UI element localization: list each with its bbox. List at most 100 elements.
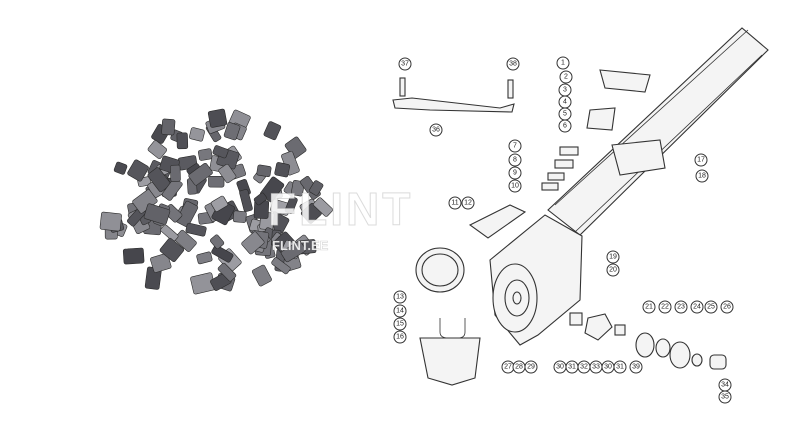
callout-number: 31 bbox=[616, 364, 624, 371]
callout-27: 27 bbox=[501, 360, 515, 374]
callout-10: 10 bbox=[508, 179, 522, 193]
chain-link bbox=[176, 132, 189, 150]
callout-29: 29 bbox=[524, 360, 538, 374]
callout-number: 22 bbox=[661, 304, 669, 311]
chain-link bbox=[207, 108, 228, 128]
chain-link bbox=[147, 140, 168, 160]
callout-number: 35 bbox=[721, 394, 729, 401]
chain-link bbox=[127, 159, 149, 182]
callout-20: 20 bbox=[606, 263, 620, 277]
chain-link bbox=[122, 247, 145, 265]
callout-number: 30 bbox=[604, 364, 612, 371]
callout-number: 27 bbox=[504, 364, 512, 371]
callout-17: 17 bbox=[694, 153, 708, 167]
callout-number: 19 bbox=[609, 254, 617, 261]
callout-38: 38 bbox=[506, 57, 520, 71]
bracket-plate bbox=[599, 69, 651, 93]
chain-link bbox=[274, 162, 291, 178]
callout-3: 3 bbox=[558, 83, 572, 97]
callout-number: 16 bbox=[396, 334, 404, 341]
chain-link bbox=[198, 148, 213, 161]
conveyor-tube bbox=[547, 27, 769, 236]
chain-link bbox=[196, 251, 213, 265]
callout-23: 23 bbox=[674, 300, 688, 314]
chain-link bbox=[263, 121, 282, 141]
chain-link bbox=[188, 162, 213, 186]
chain-link bbox=[217, 262, 237, 282]
callout-21: 21 bbox=[642, 300, 656, 314]
callout-number: 1 bbox=[561, 60, 565, 67]
callout-39: 39 bbox=[629, 360, 643, 374]
callout-number: 32 bbox=[580, 364, 588, 371]
chain-link bbox=[309, 180, 324, 196]
callout-number: 7 bbox=[513, 143, 517, 150]
top-bracket bbox=[392, 97, 515, 113]
callout-15: 15 bbox=[393, 317, 407, 331]
callout-28: 28 bbox=[512, 360, 526, 374]
callout-1: 1 bbox=[556, 56, 570, 70]
callout-number: 36 bbox=[432, 127, 440, 134]
callout-number: 28 bbox=[515, 364, 523, 371]
chain-link bbox=[161, 118, 176, 136]
callout-7: 7 bbox=[508, 139, 522, 153]
callout-number: 37 bbox=[401, 61, 409, 68]
callout-number: 24 bbox=[693, 304, 701, 311]
callout-24: 24 bbox=[690, 300, 704, 314]
chain-link bbox=[284, 196, 298, 214]
callout-36: 36 bbox=[429, 123, 443, 137]
flight-scraper bbox=[611, 139, 666, 176]
saddle bbox=[419, 337, 481, 386]
chain-link bbox=[174, 229, 197, 252]
callout-number: 34 bbox=[721, 382, 729, 389]
callout-30: 30 bbox=[553, 360, 567, 374]
callout-number: 5 bbox=[563, 111, 567, 118]
callout-16: 16 bbox=[393, 330, 407, 344]
chain-link bbox=[280, 240, 306, 263]
callout-number: 26 bbox=[723, 304, 731, 311]
callout-number: 18 bbox=[698, 173, 706, 180]
chain-link bbox=[232, 210, 247, 223]
callout-number: 25 bbox=[707, 304, 715, 311]
chain-link bbox=[253, 192, 268, 206]
chain-link bbox=[99, 211, 122, 232]
callout-number: 14 bbox=[396, 308, 404, 315]
chain-link bbox=[150, 253, 172, 273]
callout-number: 30 bbox=[556, 364, 564, 371]
callout-9: 9 bbox=[508, 166, 522, 180]
callout-number: 10 bbox=[511, 183, 519, 190]
callout-number: 20 bbox=[609, 267, 617, 274]
callout-4: 4 bbox=[558, 95, 572, 109]
chain-link bbox=[113, 161, 128, 175]
chain-link bbox=[271, 257, 291, 275]
chain-link bbox=[256, 164, 272, 178]
callout-34: 34 bbox=[718, 378, 732, 392]
callout-number: 17 bbox=[697, 157, 705, 164]
chain-link bbox=[160, 224, 179, 242]
chain-link bbox=[223, 122, 241, 141]
chain-link bbox=[159, 237, 185, 263]
chain-link bbox=[211, 244, 234, 263]
chain-link bbox=[189, 127, 205, 142]
watermark-brand: FLINT bbox=[268, 183, 413, 235]
callout-8: 8 bbox=[508, 153, 522, 167]
diagram-drawing bbox=[392, 27, 769, 386]
callout-22: 22 bbox=[658, 300, 672, 314]
callout-number: 21 bbox=[645, 304, 653, 311]
callout-35: 35 bbox=[718, 390, 732, 404]
callout-30: 30 bbox=[601, 360, 615, 374]
callout-number: 11 bbox=[451, 200, 458, 207]
callout-number: 23 bbox=[677, 304, 685, 311]
callout-number: 4 bbox=[563, 99, 567, 106]
callout-31: 31 bbox=[565, 360, 579, 374]
chain-link bbox=[208, 175, 225, 188]
callout-number: 15 bbox=[396, 321, 404, 328]
callout-26: 26 bbox=[720, 300, 734, 314]
callout-number: 12 bbox=[464, 200, 472, 207]
chain-link bbox=[143, 203, 171, 225]
cover-plate bbox=[468, 204, 527, 239]
callout-37: 37 bbox=[398, 57, 412, 71]
chain-link bbox=[176, 200, 199, 228]
callout-12: 12 bbox=[461, 196, 475, 210]
chain-link bbox=[218, 163, 237, 184]
chain-link bbox=[210, 195, 229, 212]
